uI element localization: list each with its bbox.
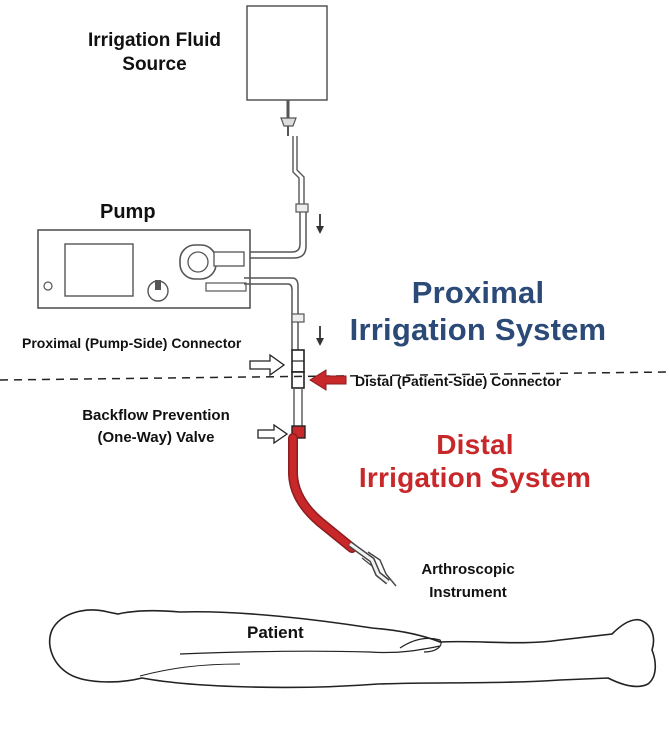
- patient-outline: [48, 609, 657, 689]
- valve-label: Backflow Prevention (One-Way) Valve: [82, 407, 230, 446]
- fluid-bag: [246, 5, 328, 136]
- pump-outlet-tubing: [244, 277, 305, 350]
- pump-unit: [37, 229, 251, 309]
- distal-connector: [291, 371, 305, 389]
- proximal-connector: [291, 349, 305, 373]
- distal-system-title: Distal Irrigation System: [358, 429, 592, 494]
- instrument-label: Arthroscopic Instrument: [421, 561, 515, 601]
- pointer-arrow-icon: [257, 423, 289, 445]
- pointer-arrow-icon: [249, 353, 286, 377]
- arthroscopic-instrument: [348, 541, 397, 587]
- flow-arrow-icon: [316, 326, 324, 346]
- distal-tubing: [288, 433, 357, 553]
- source-tubing: [250, 136, 309, 259]
- proximal-connector-label: Proximal (Pump-Side) Connector: [22, 335, 242, 351]
- flow-arrow-icon: [316, 214, 324, 234]
- pump-label: Pump: [100, 201, 156, 223]
- distal-connector-label: Distal (Patient-Side) Connector: [355, 373, 562, 389]
- fluid-source-label: Irrigation Fluid Source: [88, 30, 221, 75]
- distal-pointer-arrow-icon: [309, 369, 347, 391]
- proximal-system-title: Proximal Irrigation System: [349, 275, 607, 347]
- patient-label: Patient: [247, 623, 304, 642]
